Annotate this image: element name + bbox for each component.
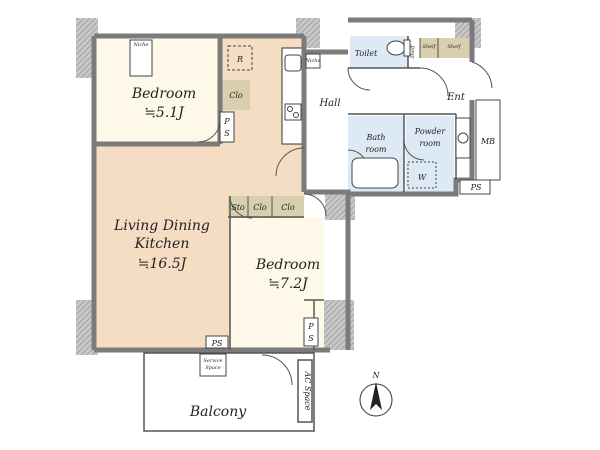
- walls: [91, 17, 475, 353]
- powder-floor: [406, 116, 454, 192]
- closet-strip: [228, 196, 304, 218]
- pipe-space-box-1: [219, 111, 235, 143]
- pipe-space-label-3: PS: [211, 339, 223, 348]
- washer-space: [407, 161, 437, 189]
- powder-label-1: Powder: [414, 127, 447, 136]
- service-space-label-1: Service: [204, 358, 223, 364]
- closet-top-label: Clo: [229, 91, 243, 100]
- shelf-label-1: Shelf: [422, 44, 436, 50]
- bathtub: [351, 157, 399, 189]
- closet-dividers: [247, 38, 439, 217]
- niche-label-2: Niche: [305, 58, 321, 64]
- bath-label-2: room: [365, 145, 386, 154]
- balcony-outline: [143, 352, 315, 432]
- bedroom-top-size: ≒5.1J: [144, 105, 185, 121]
- hall-label: Hall: [318, 98, 340, 109]
- niche-box-1: [129, 39, 153, 77]
- living-label-2: Kitchen: [134, 236, 190, 252]
- fridge-outline: [227, 45, 253, 71]
- door-swings: [197, 61, 493, 386]
- ac-space-label: AC Space: [303, 370, 312, 410]
- stove: [284, 103, 302, 121]
- storage-label: Sto: [231, 203, 245, 212]
- shelf-area: [420, 38, 470, 58]
- closet-top: [222, 80, 250, 110]
- pipe-space-1-s: S: [224, 129, 230, 138]
- pipe-space-2-p: P: [307, 322, 314, 331]
- bath-label-1: Bath: [365, 133, 385, 142]
- closet-label-3: Clo: [281, 203, 295, 212]
- compass-north-label: N: [372, 371, 381, 380]
- balcony-label: Balcony: [189, 404, 247, 420]
- washer-label: W: [418, 173, 427, 182]
- living-size: ≒16.5J: [138, 256, 188, 272]
- niche-box-2: [305, 53, 321, 69]
- pipe-space-label-4: PS: [470, 183, 482, 192]
- pipe-space-box-4: [459, 179, 491, 195]
- pipe-space-1-p: P: [223, 117, 230, 126]
- shelf-label-2: Shelf: [447, 44, 461, 50]
- mb-label: MB: [480, 137, 495, 146]
- pipe-space-2-s: S: [308, 334, 314, 343]
- pipe-space-box-2: [303, 317, 319, 347]
- shelf-label-vertical: Shelf: [410, 44, 416, 58]
- fixtures: [129, 39, 501, 377]
- pipe-space-box-3: [205, 335, 229, 349]
- toilet-label: Toilet: [355, 49, 378, 58]
- fridge-label: R: [236, 55, 243, 64]
- closet-label-2: Clo: [253, 203, 267, 212]
- sink: [284, 54, 302, 72]
- bedroom-bottom-label: Bedroom: [255, 257, 320, 273]
- living-label-1: Living Dining: [113, 218, 210, 234]
- compass-icon: N: [359, 371, 393, 417]
- hall-floor: [304, 52, 348, 194]
- entrance-label: Ent: [446, 92, 466, 103]
- niche-label-1: Niche: [133, 42, 149, 48]
- bedroom-bottom-size: ≒7.2J: [268, 276, 309, 292]
- service-space-label-2: Space: [205, 365, 220, 371]
- bedroom-top-floor: [94, 36, 220, 144]
- bedroom-top-label: Bedroom: [131, 86, 196, 102]
- powder-label-2: room: [419, 139, 440, 148]
- service-space-box: [199, 353, 227, 377]
- toilet-bowl: [386, 40, 406, 56]
- mb-box: [475, 99, 501, 181]
- hatched-walls: [76, 18, 481, 355]
